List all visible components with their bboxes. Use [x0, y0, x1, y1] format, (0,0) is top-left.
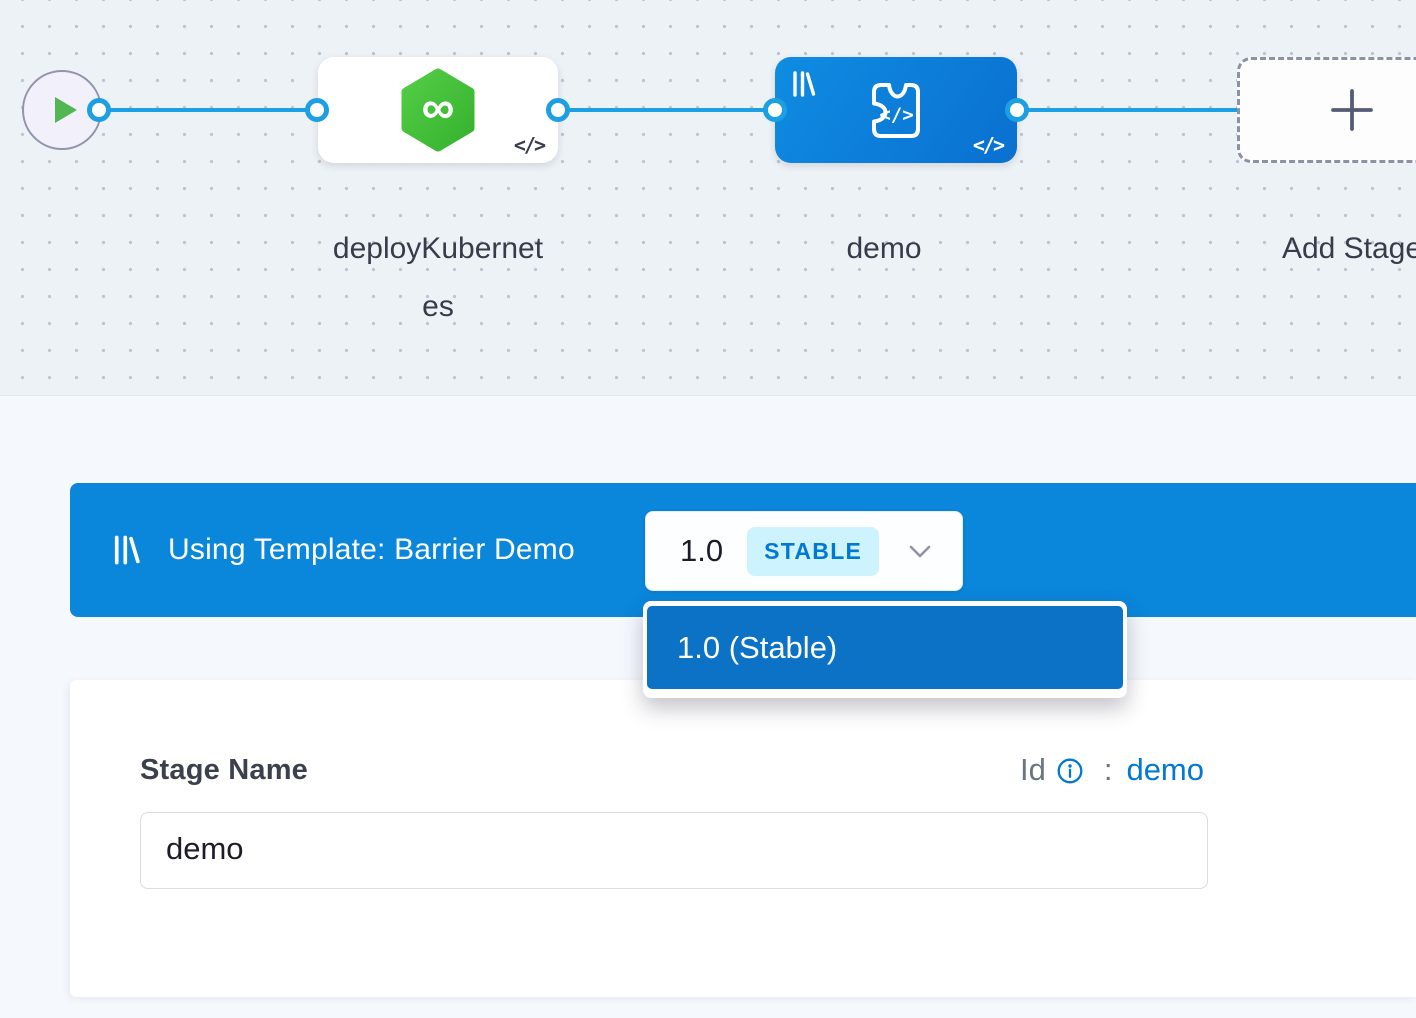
stage-name-label: Stage Name [140, 754, 309, 786]
infinity-glyph: ∞ [421, 81, 455, 134]
stage-id-value: demo [1126, 752, 1204, 787]
template-version-value: 1.0 [680, 533, 724, 568]
chevron-down-icon [909, 545, 931, 557]
play-icon [54, 97, 77, 123]
stage-connector-line [98, 108, 1237, 112]
using-template-banner: Using Template: Barrier Demo 1.0 STABLE [70, 483, 1416, 617]
stage-name-input[interactable] [140, 812, 1208, 889]
stage-label-deploykubernetes: deployKubernetes [332, 232, 544, 323]
port-start-out[interactable] [87, 98, 111, 122]
port-demo-in[interactable] [763, 98, 787, 122]
port-deploy-in[interactable] [305, 98, 329, 122]
port-demo-out[interactable] [1005, 98, 1029, 122]
add-stage-button[interactable] [1237, 57, 1416, 163]
template-library-icon [793, 71, 816, 97]
version-menu-option[interactable]: 1.0 (Stable) [647, 606, 1123, 689]
custom-stage-icon: </> [872, 83, 920, 138]
template-version-selector[interactable]: 1.0 STABLE [645, 511, 963, 591]
yaml-code-icon[interactable]: </> [513, 133, 546, 157]
template-version-menu: 1.0 (Stable) [643, 601, 1127, 698]
stage-label-demo: demo [846, 232, 922, 265]
stage-overview-panel: Stage Name Id : demo [70, 680, 1416, 997]
template-library-icon [114, 535, 140, 565]
deployment-stage-icon: ∞ [398, 67, 478, 153]
yaml-code-icon[interactable]: </> [972, 133, 1005, 157]
stable-badge: STABLE [747, 526, 880, 576]
stage-label-add-stage: Add Stage [1281, 232, 1416, 265]
id-label: Id [1019, 752, 1046, 787]
plus-icon [1331, 89, 1373, 131]
stage-node-deploykubernetes[interactable]: ∞ </> [318, 57, 558, 163]
stage-id-row: Id : demo [1020, 752, 1204, 788]
svg-text:</>: </> [879, 104, 913, 126]
port-deploy-out[interactable] [546, 98, 570, 122]
using-template-label: Using Template: Barrier Demo [168, 533, 575, 566]
info-icon[interactable] [1056, 757, 1084, 785]
stage-node-demo[interactable]: </> </> [775, 57, 1017, 163]
id-separator: : [1103, 752, 1113, 787]
pipeline-canvas[interactable]: ∞ </> </> </> deployKub [0, 0, 1416, 396]
